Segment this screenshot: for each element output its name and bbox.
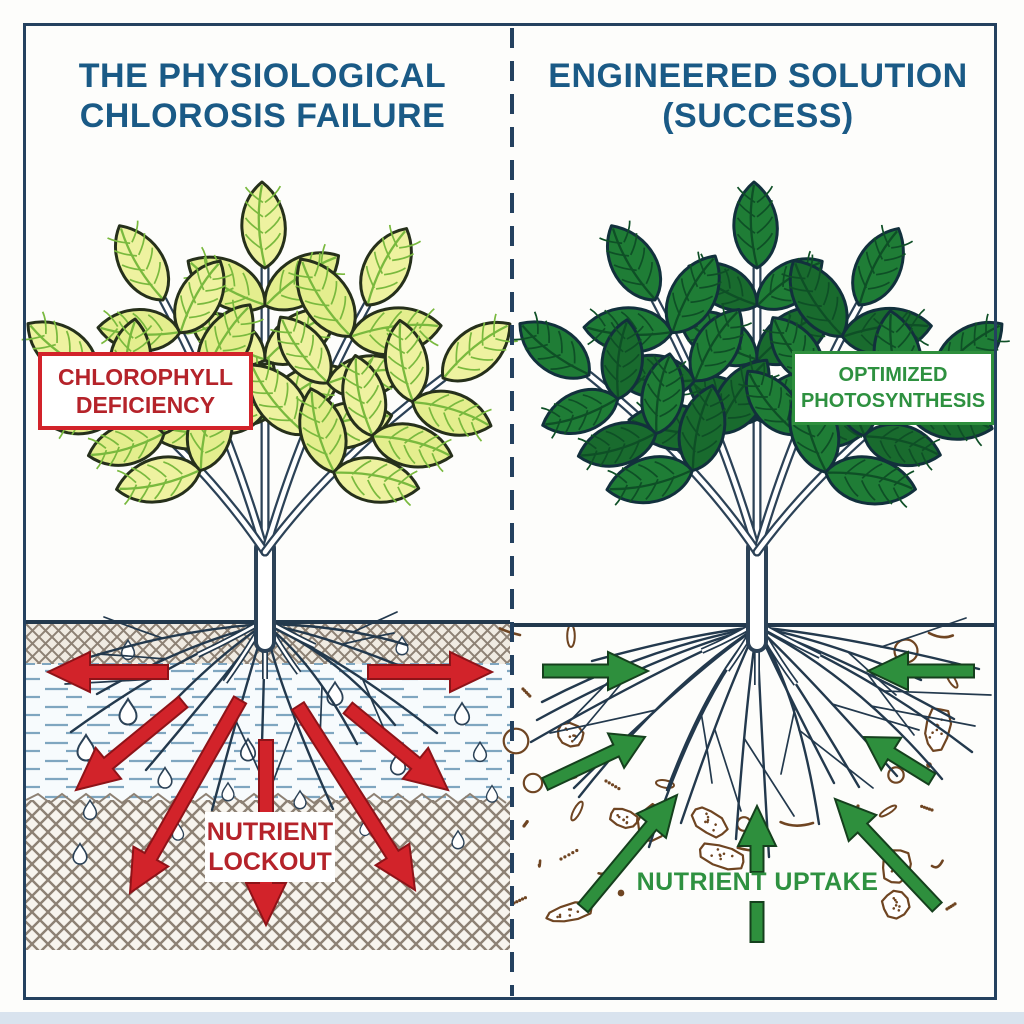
panel-divider-dashed-line [510,28,514,996]
right-title-line2: (SUCCESS) [662,97,854,136]
photosynthesis-line2: PHOTOSYNTHESIS [800,390,986,412]
optimized-photosynthesis-label: OPTIMIZED PHOTOSYNTHESIS [792,351,994,425]
left-panel-title: THE PHYSIOLOGICAL CHLOROSIS FAILURE [30,56,495,136]
nutrient-uptake-arrows [540,650,975,943]
left-title-line2: CHLOROSIS FAILURE [79,97,446,136]
chlorophyll-deficiency-label: CHLOROPHYLL DEFICIENCY [38,352,253,431]
right-panel-title: ENGINEERED SOLUTION (SUCCESS) [527,56,989,136]
bottom-edge-tint [0,1012,1024,1024]
deficiency-line2: DEFICIENCY [75,392,216,419]
nutrient-lockout-arrows [45,650,495,928]
right-title-line1: ENGINEERED SOLUTION [548,57,968,95]
nutrient-lockout-label: NUTRIENT LOCKOUT [205,812,335,882]
deficiency-line1: CHLOROPHYLL [57,364,234,390]
nutrient-uptake-label: NUTRIENT UPTAKE [636,868,879,896]
photosynthesis-line1: OPTIMIZED [838,364,948,386]
left-title-line1: THE PHYSIOLOGICAL [78,57,447,95]
lockout-line2: LOCKOUT [208,848,332,876]
lockout-line1: NUTRIENT [206,818,334,846]
